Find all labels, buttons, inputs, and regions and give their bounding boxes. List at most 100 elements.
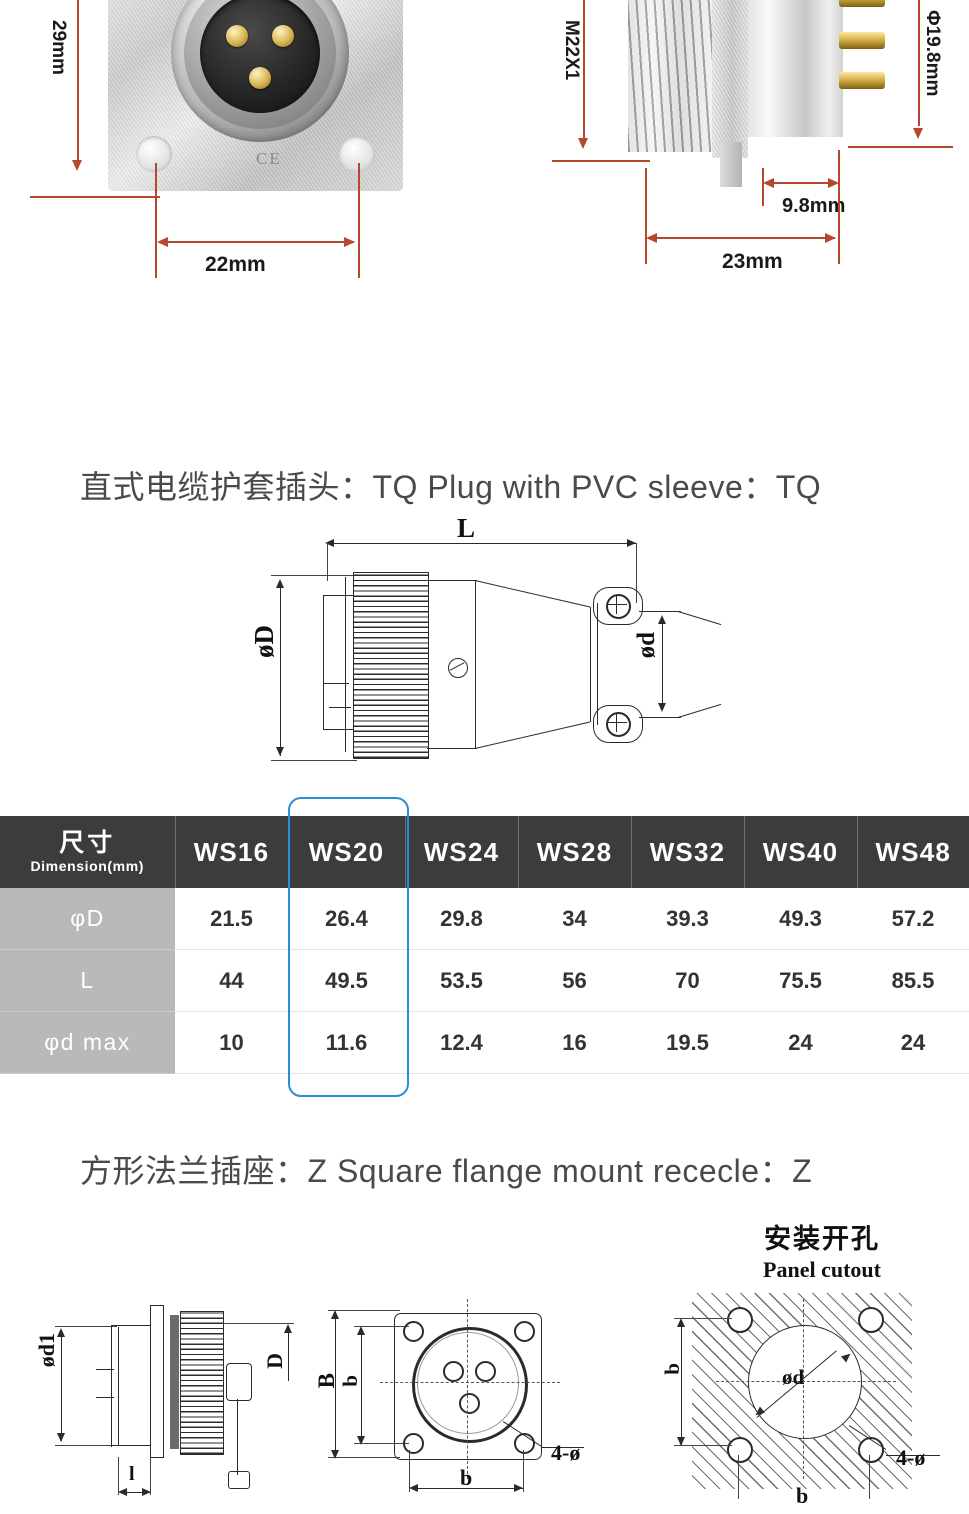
b-vert-arrow-up	[357, 1326, 365, 1335]
length-dimension-label: 23mm	[722, 250, 783, 273]
cell-L-ws48: 85.5	[857, 949, 969, 1012]
table-header-ws24[interactable]: WS24	[404, 816, 518, 888]
table-header-dimension: 尺寸 Dimension(mm)	[0, 816, 175, 888]
dimension-table: 尺寸 Dimension(mm) WS16 WS20 WS24 WS28 WS3…	[0, 816, 969, 1074]
corner-hole-tr	[514, 1321, 535, 1342]
shell-bottom	[323, 729, 355, 731]
front-width-dim-line	[160, 241, 354, 243]
front-height-dimension-label: 29mm	[48, 20, 69, 75]
drawing-label-b-horizontal: b	[460, 1465, 473, 1490]
phiD-dim-line	[280, 581, 282, 756]
cutout-b-vert-line	[681, 1321, 683, 1445]
cell-phiD-ws28: 34	[518, 888, 631, 950]
header-label-cn: 尺寸	[59, 829, 116, 858]
drawing-label-bore-diameter: ød	[782, 1365, 805, 1389]
table-header-ws40[interactable]: WS40	[743, 816, 857, 888]
cable-taper-bottom	[677, 703, 722, 719]
panel-cutout-title-cn: 安装开孔	[764, 1224, 880, 1254]
cell-phid-ws28: 16	[518, 1011, 631, 1074]
drawing-label-phid: ød	[633, 632, 660, 659]
connector-insulator	[200, 0, 320, 113]
receptacle-side-photo	[628, 0, 898, 187]
hole-callout-underline	[542, 1447, 584, 1449]
table-header-ws28[interactable]: WS28	[517, 816, 631, 888]
D-arrow-up	[284, 1324, 292, 1333]
mounting-hole	[339, 136, 375, 172]
shell-rear-edge	[323, 595, 325, 730]
cell-phiD-ws40: 49.3	[744, 888, 857, 950]
L-dim-line	[327, 543, 637, 545]
corner-hole-bl	[403, 1433, 424, 1454]
solder-pin-b	[96, 1397, 114, 1399]
cell-phiD-ws32: 39.3	[631, 888, 744, 950]
panel-cutout-drawing: 安装开孔 Panel cutout ød b	[660, 1224, 969, 1514]
front-width-arrow-right	[344, 237, 355, 247]
phid1-arrow-up	[57, 1328, 65, 1337]
product-photo-band: CE 29mm 22mm M22X1 Φ19.8mm	[0, 0, 969, 300]
contact-hole-3	[459, 1393, 480, 1414]
cell-phid-ws16: 10	[175, 1011, 288, 1074]
b-horiz-arrow-right	[514, 1484, 523, 1492]
contact-pin	[226, 25, 248, 47]
rear-shell-edge	[111, 1325, 113, 1447]
cable-taper-top	[677, 611, 722, 626]
section-title-tq-plug: 直式电缆护套插头：TQ Plug with PVC sleeve：TQ	[80, 469, 822, 505]
b-vert-ext-top	[354, 1326, 409, 1328]
D-dim-line	[288, 1327, 290, 1381]
contact-hole-1	[443, 1361, 464, 1382]
sleeve-front-edge-2	[597, 603, 599, 725]
cutout-label-b-horizontal: b	[796, 1483, 809, 1508]
drawing-label-L: L	[457, 513, 476, 543]
ce-marking: CE	[256, 149, 282, 168]
mounting-hole	[136, 136, 172, 172]
thread-dim-line	[583, 0, 585, 139]
panel-cutout-title-en: Panel cutout	[763, 1257, 881, 1282]
table-header-ws16[interactable]: WS16	[174, 816, 288, 888]
cell-phiD-ws16: 21.5	[175, 888, 288, 950]
clamp-screw-slot-bottom-v	[616, 713, 618, 732]
cell-phid-ws20: 11.6	[288, 1011, 405, 1074]
chain-ring	[228, 1471, 250, 1489]
receptacle-side-section-drawing: ød1 D	[0, 1285, 300, 1514]
phid1-ext-bot	[55, 1445, 117, 1447]
shell-flange-line	[345, 577, 347, 752]
solder-tail	[839, 32, 885, 49]
table-row: L 44 49.5 53.5 56 70 75.5 85.5	[0, 949, 969, 1012]
cap-chain	[237, 1399, 239, 1475]
section-title-square-flange: 方形法兰插座：Z Square flange mount rececle：Z	[80, 1153, 813, 1189]
corner-hole-tl	[403, 1321, 424, 1342]
front-width-dimension-label: 22mm	[205, 253, 266, 276]
cutout-centerline-h	[716, 1381, 896, 1382]
clamp-screw-bottom	[606, 712, 631, 737]
depth-dim-line	[766, 182, 836, 184]
panel-bore-circle	[748, 1325, 862, 1439]
cell-phiD-ws24: 29.8	[405, 888, 518, 950]
b-horiz-dim-line	[411, 1488, 523, 1490]
contact-hole-2	[475, 1361, 496, 1382]
length-ext-right	[838, 150, 840, 264]
table-header-ws32[interactable]: WS32	[630, 816, 744, 888]
flange-plate-top	[150, 1305, 163, 1307]
dust-cap	[226, 1363, 252, 1401]
rear-shell-edge2	[118, 1327, 120, 1445]
B-arrow-down	[331, 1450, 339, 1459]
table-header-row: 尺寸 Dimension(mm) WS16 WS20 WS24 WS28 WS3…	[0, 816, 969, 888]
front-width-ext-left	[155, 163, 157, 278]
pin-circle-diameter-label: Φ19.8mm	[922, 10, 943, 97]
shell-top	[323, 595, 355, 597]
cutout-b-vert-ext-top	[674, 1318, 732, 1320]
connector-outer-circle	[412, 1327, 528, 1443]
table-header-ws20[interactable]: WS20	[287, 816, 405, 888]
b-horiz-arrow-left	[409, 1484, 418, 1492]
table-header-ws48[interactable]: WS48	[856, 816, 969, 888]
backshell-bottom	[427, 748, 477, 750]
taper-lower-line	[474, 721, 591, 750]
cell-L-ws40: 75.5	[744, 949, 857, 1012]
cable-bottom	[639, 717, 681, 719]
knurled-coupling-nut	[353, 572, 429, 759]
b-horiz-ext-right	[523, 1450, 525, 1492]
receptacle-front-photo: CE	[108, 0, 403, 191]
L-ext-right	[636, 543, 638, 603]
B-dim-line	[335, 1313, 337, 1458]
diameter-dim-line	[918, 0, 920, 126]
